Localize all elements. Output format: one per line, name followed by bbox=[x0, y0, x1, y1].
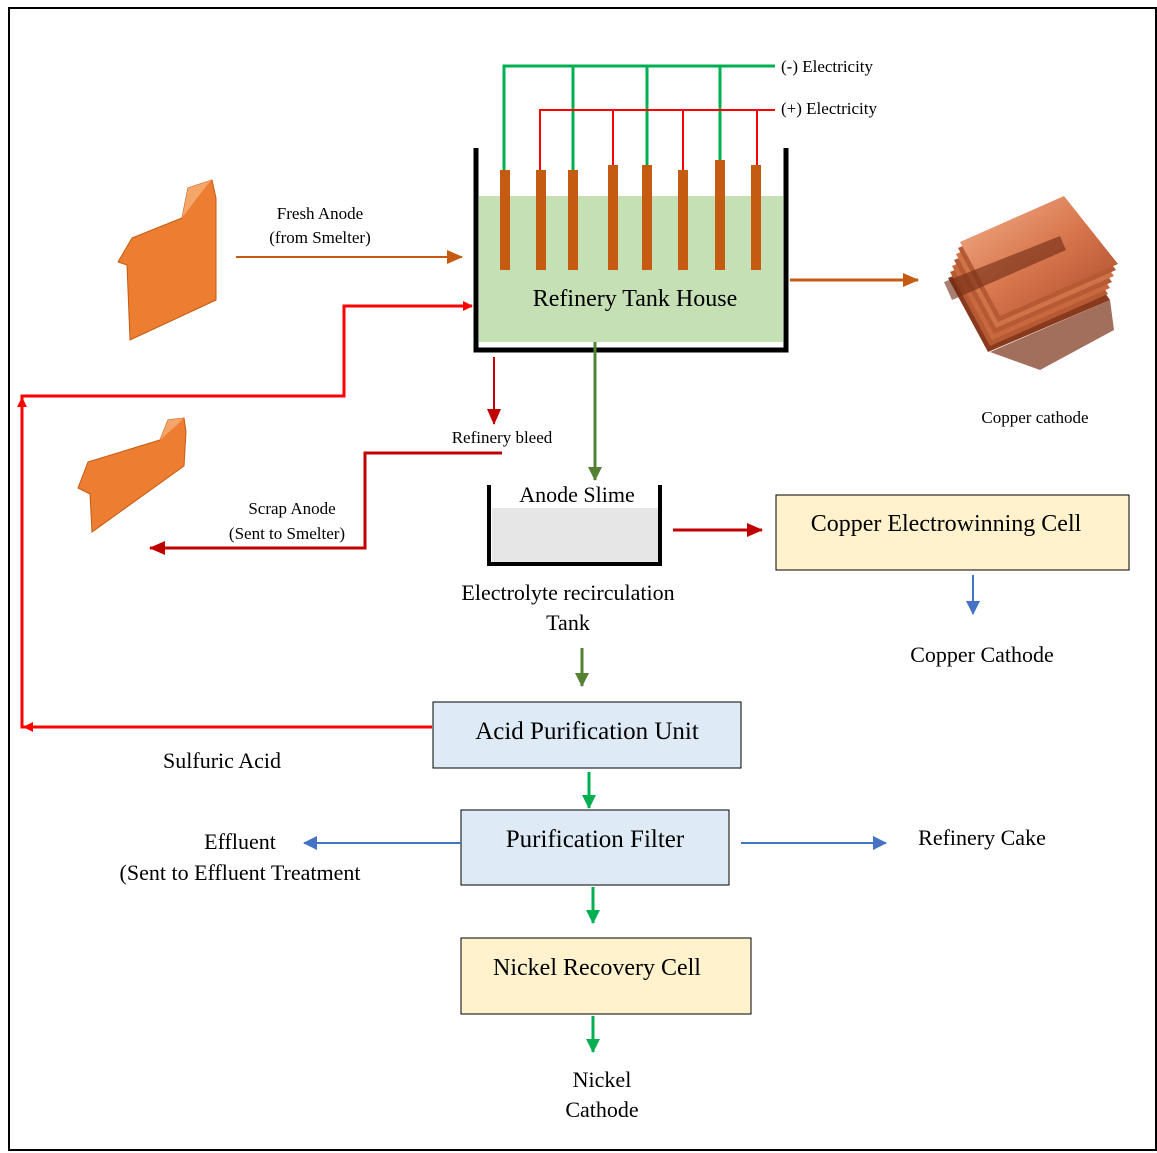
nickel-cathode-label-2: Cathode bbox=[565, 1097, 638, 1122]
fresh-anode-label-1: Fresh Anode bbox=[277, 204, 363, 223]
scrap-anode-arrow bbox=[149, 451, 502, 555]
negative-electricity-label: (-) Electricity bbox=[781, 57, 874, 76]
fresh-anode-image bbox=[117, 179, 217, 341]
tank-house-label: Refinery Tank House bbox=[533, 286, 738, 312]
electrowinning-cell-label: Copper Electrowinning Cell bbox=[811, 511, 1082, 537]
electrowinning-cell-box bbox=[775, 494, 1130, 571]
positive-electricity-label: (+) Electricity bbox=[781, 99, 877, 118]
sulfuric-acid-label: Sulfuric Acid bbox=[163, 748, 281, 773]
copper-cathode-label: Copper cathode bbox=[981, 408, 1088, 427]
sulfuric-acid-loop bbox=[20, 301, 473, 729]
fresh-anode-label-2: (from Smelter) bbox=[269, 228, 371, 247]
acid-purification-label: Acid Purification Unit bbox=[475, 718, 699, 745]
recirculation-tank-label-2: Tank bbox=[546, 610, 590, 635]
recirculation-tank-vessel bbox=[487, 485, 662, 566]
effluent-label-1: Effluent bbox=[204, 829, 276, 854]
nickel-recovery-label: Nickel Recovery Cell bbox=[493, 955, 701, 981]
electrolyte bbox=[479, 196, 783, 342]
purification-filter-box bbox=[460, 809, 730, 886]
effluent-label-2: (Sent to Effluent Treatment bbox=[120, 860, 361, 885]
refinery-cake-label: Refinery Cake bbox=[918, 825, 1046, 850]
recirculation-tank-liquid bbox=[492, 508, 658, 564]
copper-cathode-image bbox=[944, 196, 1118, 370]
electrode-plates bbox=[500, 160, 761, 270]
scrap-anode-label-2: (Sent to Smelter) bbox=[229, 524, 345, 543]
nickel-cathode-label-1: Nickel bbox=[573, 1067, 632, 1092]
acid-purification-box bbox=[432, 701, 742, 769]
outer-frame bbox=[8, 7, 1157, 1151]
refinery-bleed-label: Refinery bleed bbox=[452, 428, 553, 447]
purification-filter-label: Purification Filter bbox=[506, 826, 685, 853]
scrap-anode-label-1: Scrap Anode bbox=[248, 499, 335, 518]
tank-house-vessel bbox=[473, 148, 789, 353]
positive-wiring bbox=[539, 109, 775, 170]
recirculation-tank-label-1: Electrolyte recirculation bbox=[461, 580, 674, 605]
negative-wiring bbox=[502, 64, 775, 170]
electrowinning-product-label: Copper Cathode bbox=[910, 642, 1054, 667]
scrap-anode-image bbox=[77, 417, 187, 533]
nickel-recovery-box bbox=[460, 937, 752, 1015]
anode-slime-label: Anode Slime bbox=[519, 482, 635, 507]
